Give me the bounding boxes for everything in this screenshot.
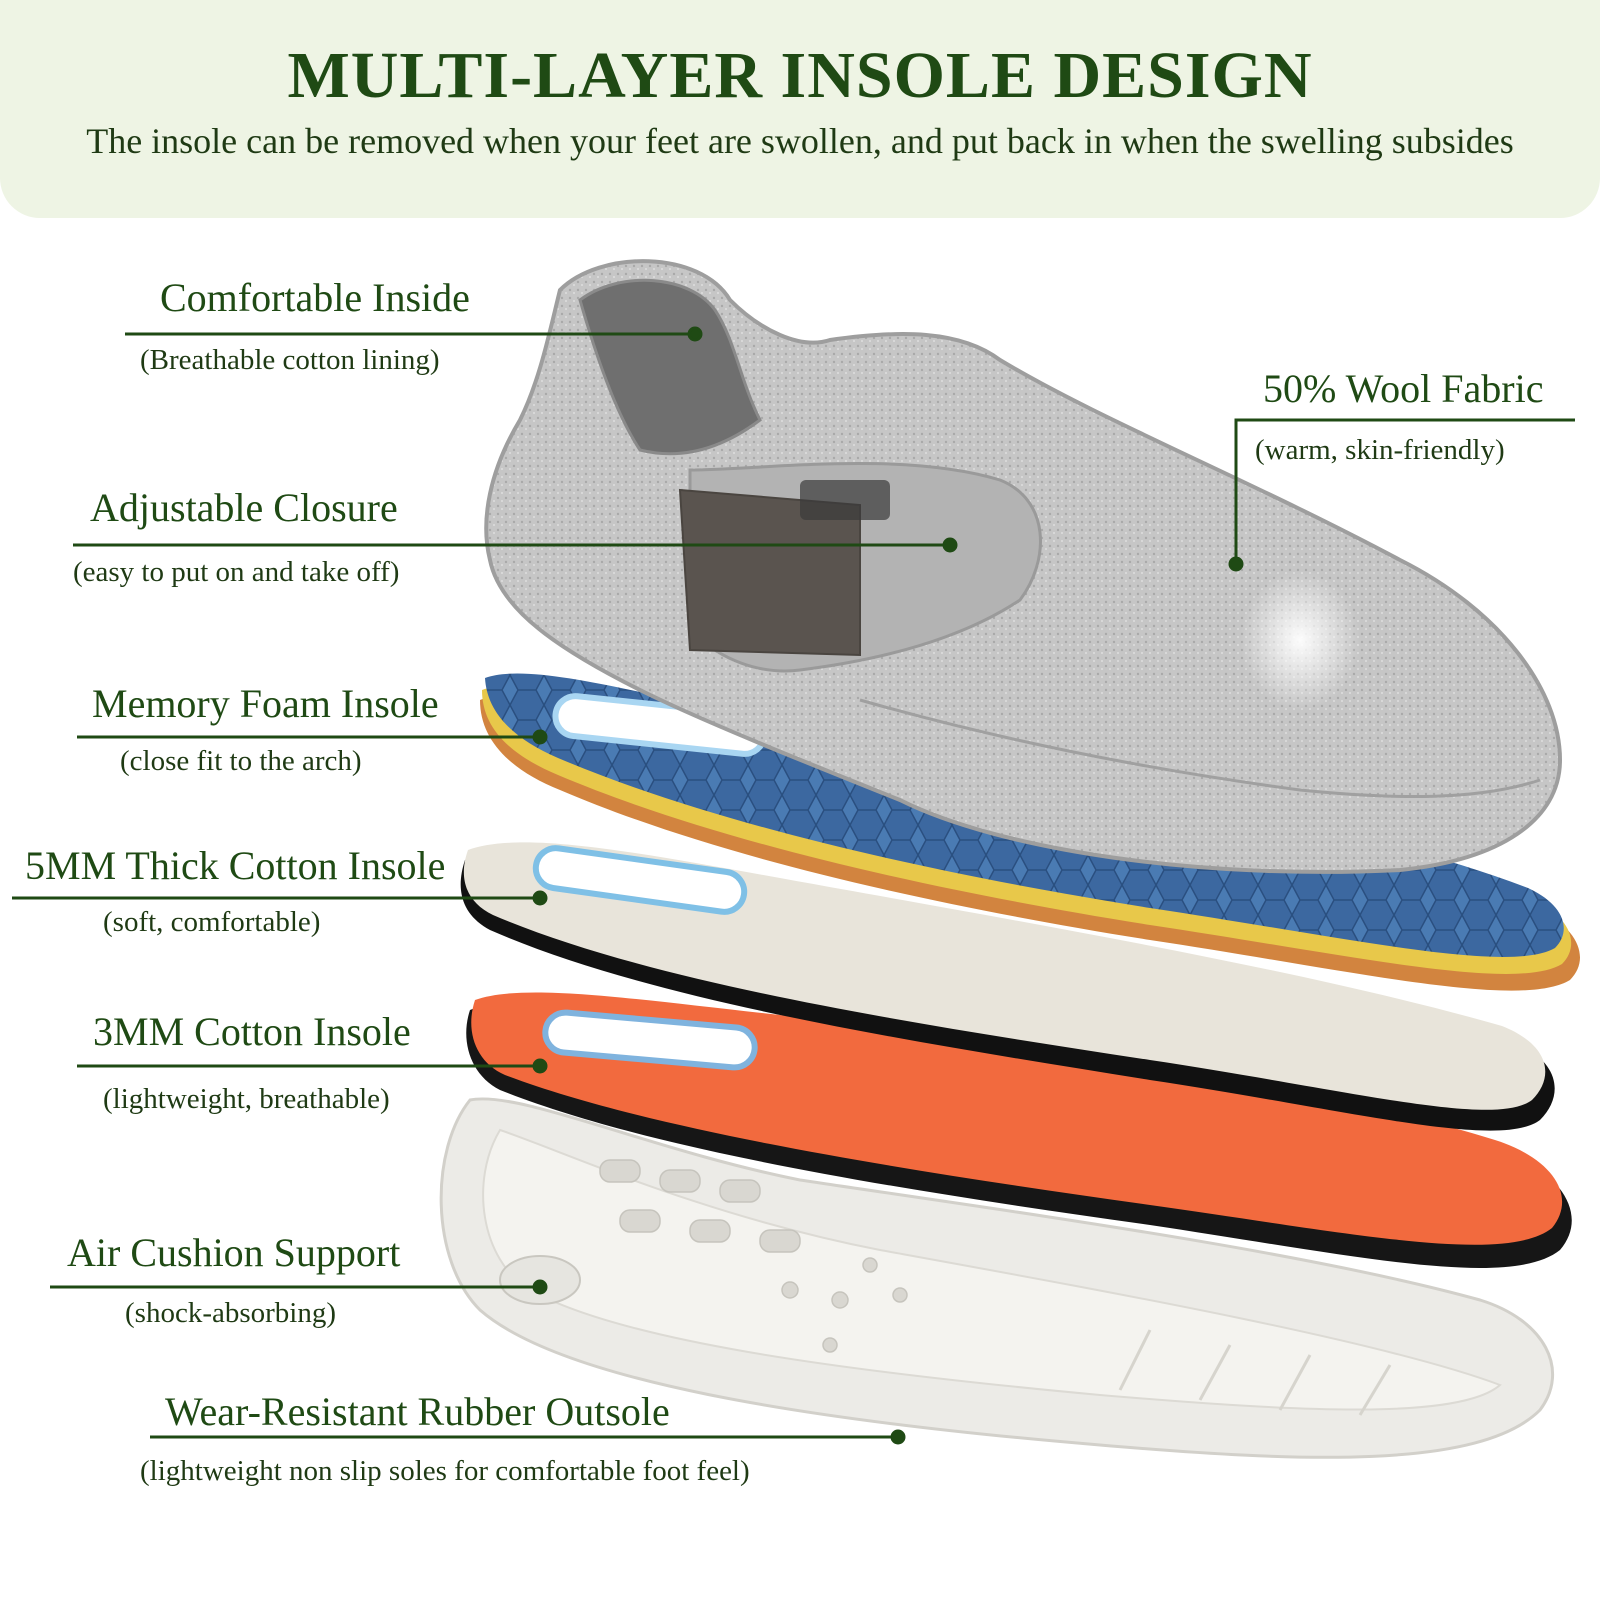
- callout-adjustable-closure-subtitle: (easy to put on and take off): [73, 556, 400, 588]
- callout-5mm-insole-subtitle: (soft, comfortable): [103, 906, 321, 938]
- callout-outsole-subtitle: (lightweight non slip soles for comforta…: [140, 1455, 750, 1487]
- rubber-outsole: [439, 1097, 1555, 1459]
- callout-air-cushion-subtitle: (shock-absorbing): [125, 1297, 337, 1329]
- beige-5mm-insole: [460, 842, 1555, 1131]
- leader-line: [1234, 418, 1575, 564]
- callout-memory-foam-subtitle: (close fit to the arch): [120, 745, 362, 777]
- callout-adjustable-closure-title: Adjustable Closure: [90, 485, 398, 530]
- header-banner: [0, 0, 1600, 218]
- callout-outsole-title: Wear-Resistant Rubber Outsole: [165, 1389, 670, 1434]
- page-subtitle: The insole can be removed when your feet…: [86, 121, 1514, 161]
- orange-3mm-insole: [466, 992, 1572, 1268]
- callout-wool-fabric-subtitle: (warm, skin-friendly): [1255, 434, 1505, 466]
- callout-comfortable-inside-subtitle: (Breathable cotton lining): [140, 344, 440, 376]
- callout-memory-foam-title: Memory Foam Insole: [92, 681, 439, 726]
- callout-wool-fabric-title: 50% Wool Fabric: [1263, 366, 1544, 411]
- shoe-upper: [484, 259, 1563, 874]
- callout-3mm-insole-subtitle: (lightweight, breathable): [103, 1083, 390, 1115]
- callout-air-cushion-title: Air Cushion Support: [67, 1230, 401, 1275]
- page-title: MULTI-LAYER INSOLE DESIGN: [287, 39, 1313, 112]
- callout-5mm-insole-title: 5MM Thick Cotton Insole: [25, 843, 446, 888]
- callout-3mm-insole-title: 3MM Cotton Insole: [93, 1009, 411, 1054]
- callout-comfortable-inside-title: Comfortable Inside: [160, 275, 470, 320]
